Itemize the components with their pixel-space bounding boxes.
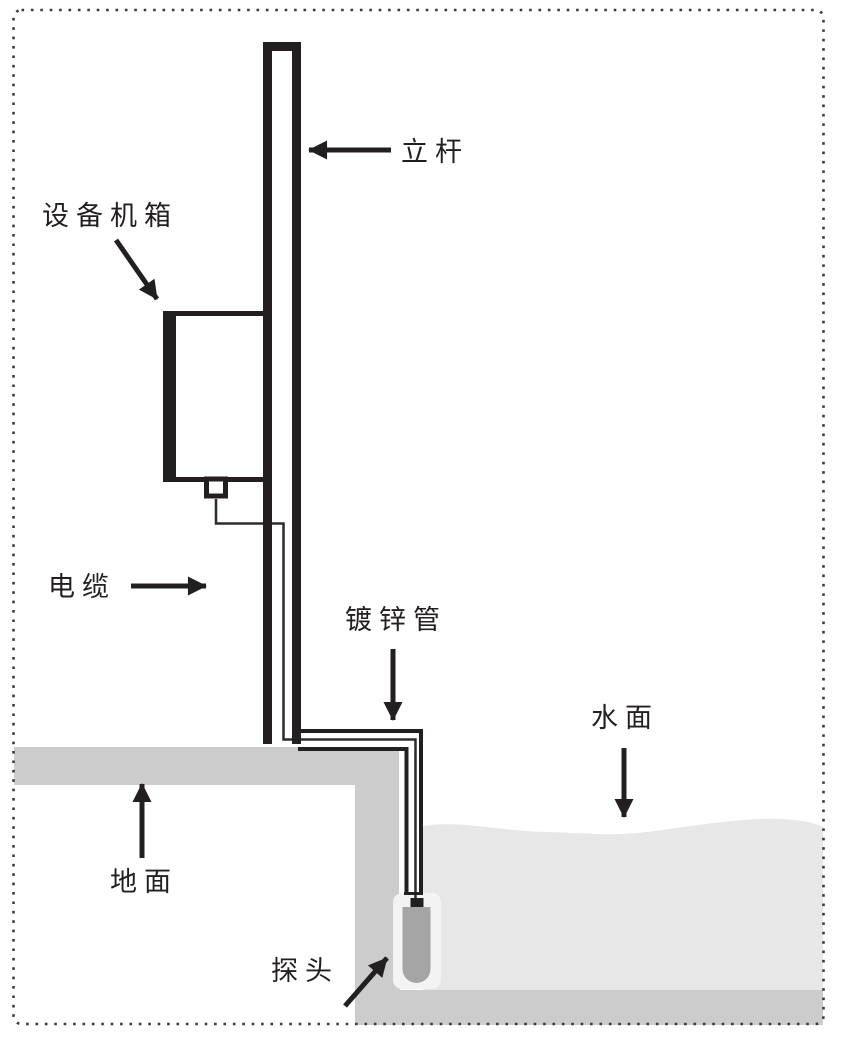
bed-shape <box>355 990 823 1025</box>
ground-label: 地面 <box>110 867 178 897</box>
cabinet-arrow <box>113 238 160 301</box>
pole-left-wall <box>263 42 272 744</box>
cable-line <box>214 499 417 898</box>
probe-shape <box>402 907 431 983</box>
probe-arrow <box>343 956 389 1008</box>
pole-label: 立杆 <box>401 137 469 167</box>
pole-right-wall <box>292 42 301 744</box>
cabinet-label: 设备机箱 <box>42 201 178 231</box>
water-surface-label: 水面 <box>591 703 659 733</box>
galvanized-pipe-label: 镀锌管 <box>345 605 447 635</box>
probe-connector <box>410 898 424 908</box>
pipe-outer-top <box>298 729 423 892</box>
cabinet-connector <box>204 476 228 499</box>
cabinet-top-edge <box>163 311 263 316</box>
cabinet-left-wall <box>163 311 176 482</box>
dotted-border <box>12 8 825 1026</box>
ground-bank-shape <box>14 747 400 1025</box>
pipe-outer-bottom <box>298 747 409 892</box>
probe-label: 探头 <box>271 956 339 986</box>
water-shape <box>423 818 823 992</box>
cable-label: 电缆 <box>48 572 116 602</box>
pole-top-cap <box>263 42 301 51</box>
